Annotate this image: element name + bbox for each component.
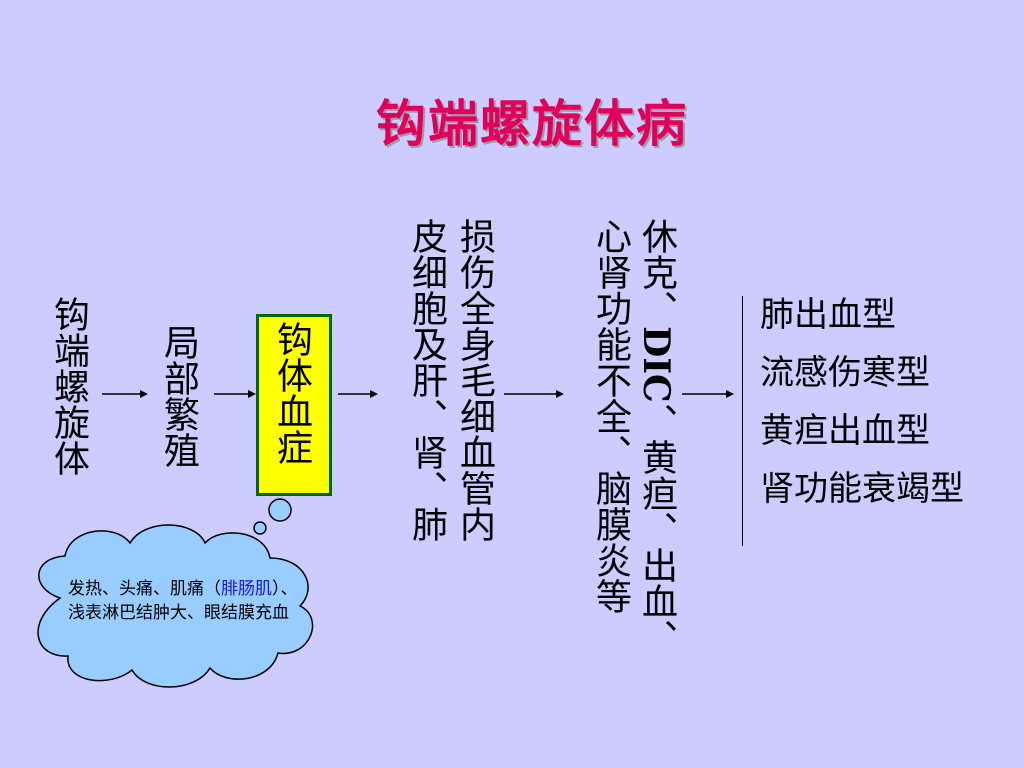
flow-step-complications-col1: 休克、DIC、黄疸、出血、 xyxy=(634,218,678,655)
symptom-text-b: ）、浅表淋巴结肿大、眼结膜充血 xyxy=(68,579,298,623)
arrow-2 xyxy=(214,390,256,398)
arrow-4 xyxy=(504,390,564,398)
flow-step-damage-col1: 损伤全身毛细血管内 xyxy=(454,218,495,542)
symptom-text-a: 发热、头痛、肌痛（ xyxy=(68,579,221,599)
slide-title: 钩端螺旋体病 xyxy=(376,94,688,153)
symptom-cloud xyxy=(37,498,314,688)
types-bracket xyxy=(742,296,743,546)
flow-step-leptospiremia: 钩体血症 xyxy=(271,321,312,465)
flow-step-pathogen: 钩端螺旋体 xyxy=(48,296,89,476)
flow-step-local-reproduction: 局部繁殖 xyxy=(158,324,199,468)
arrow-3 xyxy=(338,390,378,398)
symptom-text: 发热、头痛、肌痛（腓肠肌）、浅表淋巴结肿大、眼结膜充血 xyxy=(68,577,308,625)
type-flu-typhoid: 流感伤寒型 xyxy=(760,353,930,393)
flow-step-complications-col2: 心肾功能不全、脑膜炎等 xyxy=(590,218,631,614)
leptospiremia-box: 钩体血症 xyxy=(256,314,332,496)
flow-step-damage-col2: 皮细胞及肝、肾、肺 xyxy=(406,218,447,542)
symptom-highlight: 腓肠肌 xyxy=(221,579,272,599)
type-jaundice-hemorrhage: 黄疸出血型 xyxy=(760,411,930,451)
type-pulmonary-hemorrhage: 肺出血型 xyxy=(760,295,896,335)
arrow-5 xyxy=(682,390,734,398)
complications-dic: DIC xyxy=(635,326,677,403)
complications-text-a: 休克、 xyxy=(636,218,677,326)
complications-text-b: 、黄疸、出血、 xyxy=(636,402,677,655)
type-renal-failure: 肾功能衰竭型 xyxy=(760,469,964,509)
arrow-1 xyxy=(102,390,148,398)
clinical-types-list: 肺出血型 流感伤寒型 黄疸出血型 肾功能衰竭型 xyxy=(760,292,964,524)
